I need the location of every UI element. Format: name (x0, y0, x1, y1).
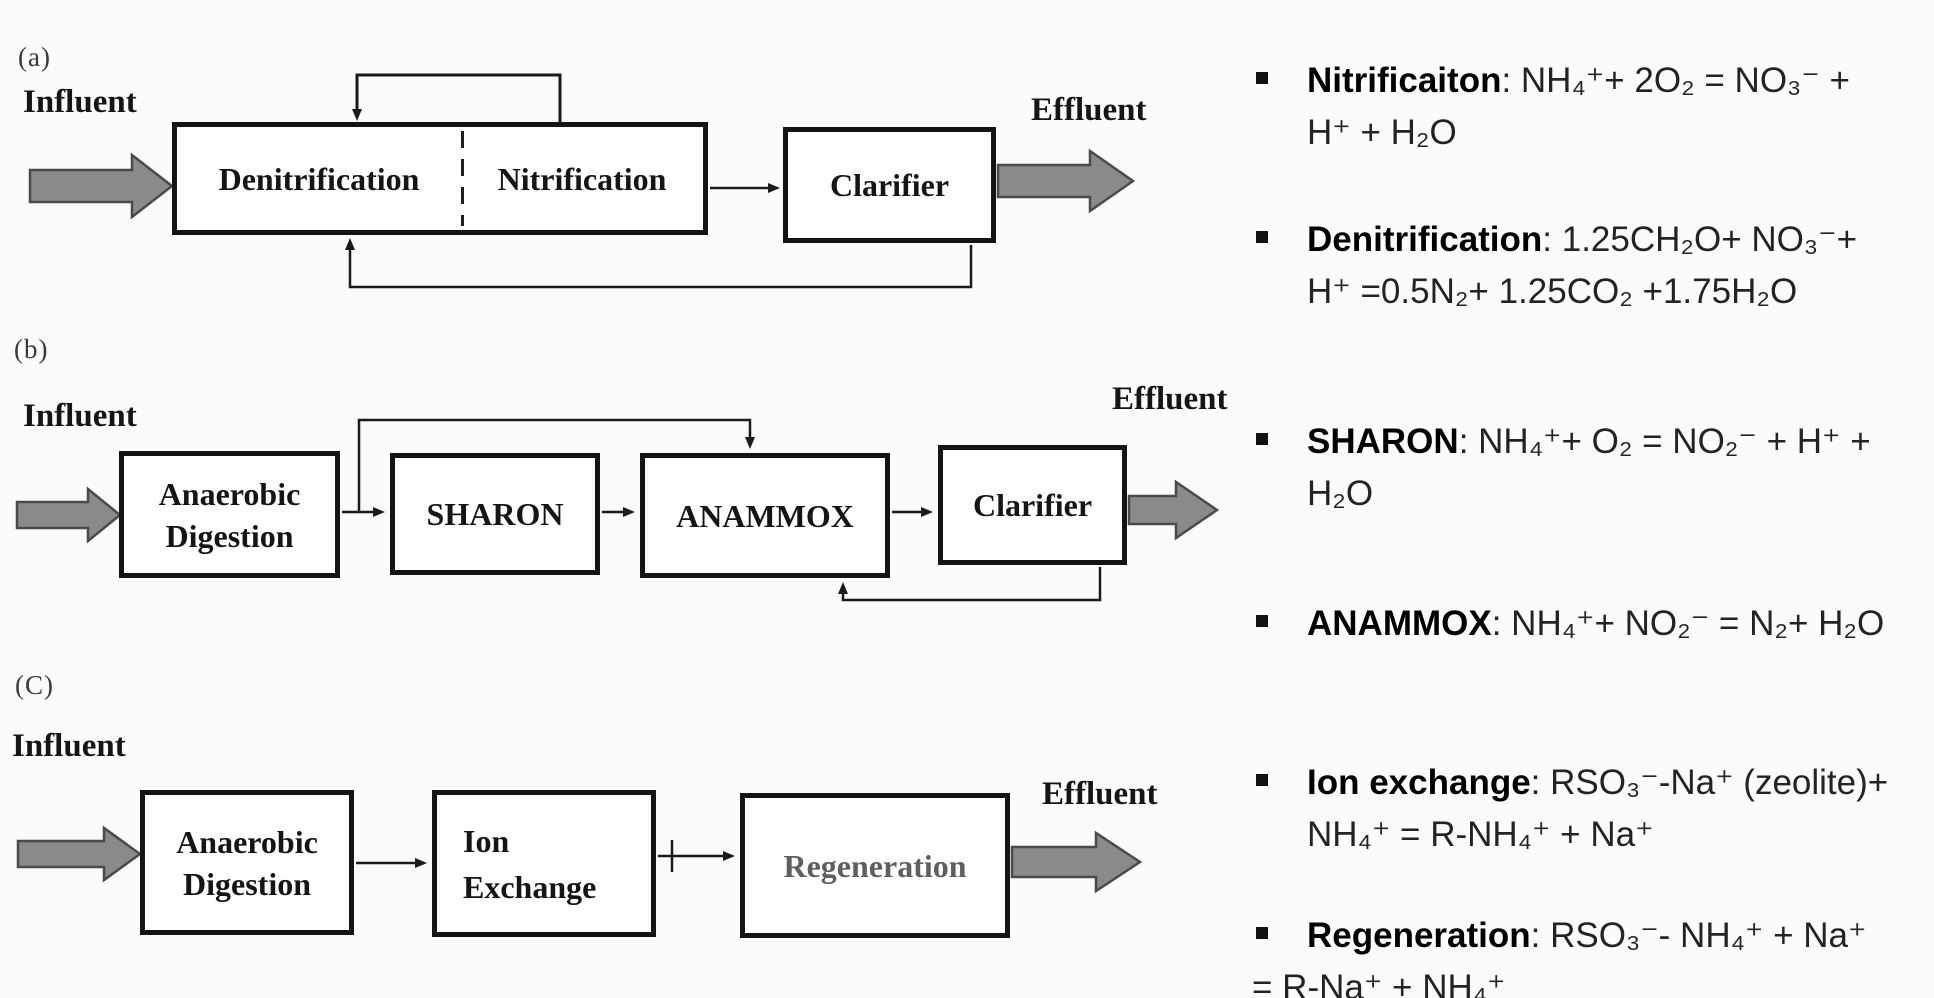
equation-line: SHARON: NH₄⁺+ O₂ = NO₂⁻ + H⁺ + (1307, 422, 1871, 461)
bypass-line-b (357, 418, 755, 512)
section-label-b: (b) (14, 334, 49, 364)
equation-line: Nitrificaiton: NH₄⁺+ 2O₂ = NO₃⁻ + (1307, 61, 1850, 100)
anaerobic-label-b: Anaerobic (158, 475, 301, 512)
equation-term: Nitrificaiton (1307, 61, 1502, 100)
section-label-c: (C) (15, 670, 54, 700)
influent-flow-arrow-c (16, 825, 143, 883)
equation-line: Ion exchange: RSO₃⁻-Na⁺ (zeolite)+ (1307, 763, 1889, 802)
equation-denitrification: Denitrification: 1.25CH₂O+ NO₃⁻+ H⁺ =0.5… (1256, 214, 1857, 318)
influent-label-b: Influent (23, 398, 137, 434)
equation-line: H⁺ =0.5N₂+ 1.25CO₂ +1.75H₂O (1307, 272, 1798, 311)
regeneration-label: Regeneration (783, 847, 967, 884)
internal-recycle-line-a (352, 73, 562, 124)
equation-ion-exchange: Ion exchange: RSO₃⁻-Na⁺ (zeolite)+ NH₄⁺ … (1256, 757, 1888, 861)
sharon-label: SHARON (426, 496, 564, 532)
effluent-flow-arrow-c (1010, 830, 1143, 894)
equation-line: Regeneration: RSO₃⁻- NH₄⁺ + Na⁺ (1307, 916, 1867, 955)
denitrification-zone: Denitrification (177, 127, 461, 230)
bullet-icon (1256, 774, 1268, 786)
sludge-return-line-a (345, 238, 973, 289)
exchange-label: Exchange (463, 868, 597, 905)
anammox-label: ANAMMOX (676, 497, 854, 534)
equation-term: Ion exchange (1307, 763, 1531, 802)
anammox-box: ANAMMOX (640, 453, 890, 578)
influent-flow-arrow-a (28, 152, 175, 220)
nitrification-label: Nitrification (497, 160, 667, 197)
bullet-icon (1256, 231, 1268, 243)
equation-term: ANAMMOX (1307, 604, 1492, 643)
clarifier-label-b: Clarifier (972, 487, 1093, 523)
sharon-box: SHARON (390, 453, 600, 575)
bullet-icon (1256, 615, 1268, 627)
equation-line: = R-Na⁺ + NH₄⁺ (1252, 968, 1506, 998)
equation-line: H₂O (1307, 474, 1374, 513)
equation-line: H⁺ + H₂O (1307, 113, 1457, 152)
effluent-label-b: Effluent (1112, 381, 1228, 417)
ion-exchange-box: Ion Exchange (432, 790, 656, 937)
nitrification-zone: Nitrification (461, 127, 703, 230)
equation-line: Denitrification: 1.25CH₂O+ NO₃⁻+ (1307, 220, 1858, 259)
anaerobic-digestion-box-b: Anaerobic Digestion (119, 451, 340, 578)
equation-line: ANAMMOX: NH₄⁺+ NO₂⁻ = N₂+ H₂O (1307, 604, 1885, 643)
anaerobic-digestion-box-c: Anaerobic Digestion (140, 790, 354, 935)
denitrification-label: Denitrification (218, 160, 420, 197)
bullet-icon (1256, 927, 1268, 939)
effluent-label-a: Effluent (1031, 92, 1147, 128)
bullet-icon (1256, 72, 1268, 84)
effluent-flow-arrow-b (1127, 479, 1220, 541)
regeneration-box: Regeneration (740, 793, 1010, 938)
bullet-icon (1256, 433, 1268, 445)
section-label-a: (a) (18, 42, 51, 72)
effluent-flow-arrow-a (996, 148, 1136, 214)
equation-regeneration: Regeneration: RSO₃⁻- NH₄⁺ + Na⁺ = R-Na⁺ … (1252, 910, 1867, 998)
equation-line: NH₄⁺ = R-NH₄⁺ + Na⁺ (1307, 815, 1654, 854)
zone-divider-dashed (461, 131, 464, 226)
influent-label-c: Influent (12, 728, 126, 764)
equation-term: Denitrification (1307, 220, 1543, 259)
clarifier-box-b: Clarifier (938, 445, 1127, 565)
equation-term: Regeneration (1307, 916, 1531, 955)
reactor-box-a: Denitrification Nitrification (172, 122, 708, 235)
clarifier-label-a: Clarifier (829, 167, 950, 203)
digestion-label-c: Digestion (183, 865, 311, 902)
clarifier-box-a: Clarifier (783, 127, 996, 243)
effluent-label-c: Effluent (1042, 776, 1158, 812)
recycle-line-b (838, 567, 1102, 602)
anaerobic-label-c: Anaerobic (176, 823, 318, 860)
ion-label: Ion (463, 822, 510, 859)
equation-anammox: ANAMMOX: NH₄⁺+ NO₂⁻ = N₂+ H₂O (1256, 598, 1884, 650)
equation-term: SHARON (1307, 422, 1459, 461)
equation-nitrification: Nitrificaiton: NH₄⁺+ 2O₂ = NO₃⁻ + H⁺ + H… (1256, 55, 1850, 159)
equation-sharon: SHARON: NH₄⁺+ O₂ = NO₂⁻ + H⁺ + H₂O (1256, 416, 1871, 520)
digestion-label-b: Digestion (165, 517, 294, 554)
influent-flow-arrow-b (15, 486, 122, 544)
influent-label-a: Influent (23, 84, 137, 120)
